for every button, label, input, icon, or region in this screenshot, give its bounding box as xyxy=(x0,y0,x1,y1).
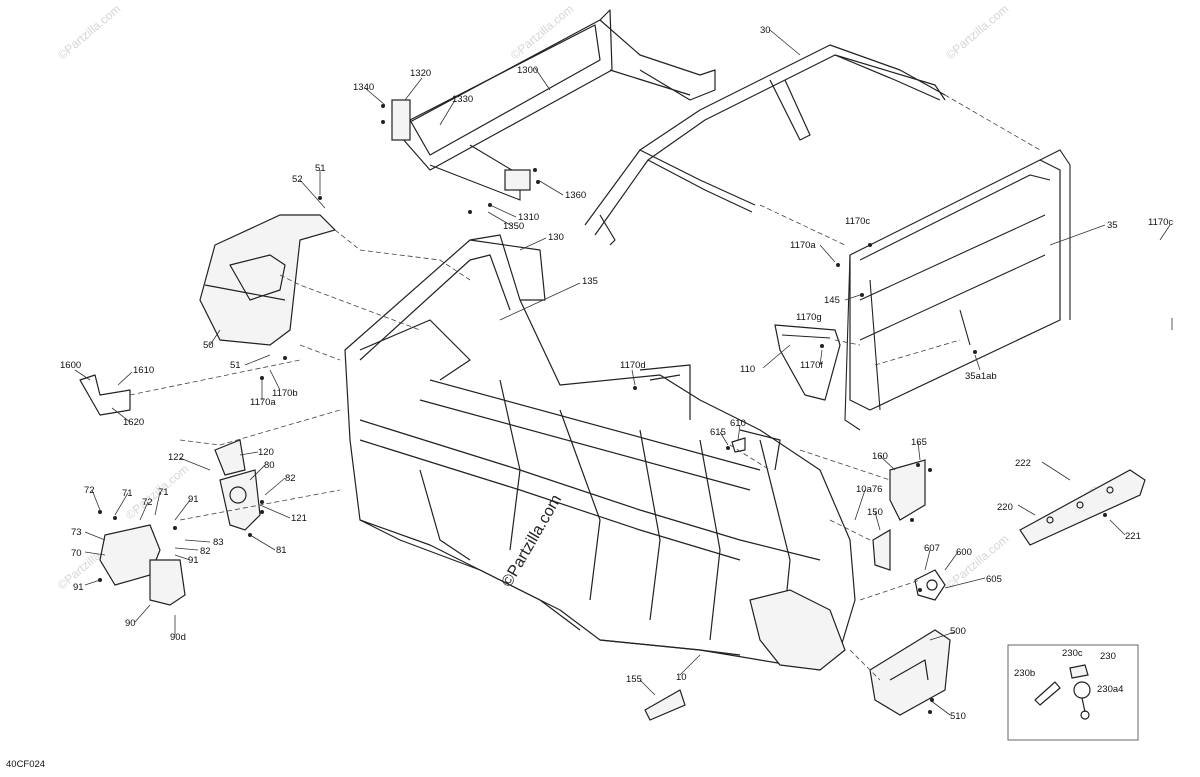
roll-cage-35 xyxy=(844,149,1071,431)
callout-labels: 30 35 35a1ab 1300 1310 1320 1330 1340 13… xyxy=(60,25,1173,722)
callout-35: 35 xyxy=(1107,220,1118,231)
callout-91-bottom: 91 xyxy=(73,582,84,593)
watermark-top-right: ©Partzilla.com xyxy=(943,2,1011,63)
callout-230: 230 xyxy=(1100,651,1116,662)
callout-71-left: 71 xyxy=(122,488,133,499)
callout-52: 52 xyxy=(292,174,303,185)
callout-110: 110 xyxy=(740,364,755,375)
bracket-1600 xyxy=(79,374,131,416)
callout-1170f: 1170f xyxy=(800,360,823,371)
fasteners xyxy=(98,196,1107,714)
bracket-155 xyxy=(644,689,686,721)
callout-222: 222 xyxy=(1015,458,1031,469)
callout-160: 160 xyxy=(872,451,888,462)
callout-165: 165 xyxy=(911,437,927,448)
callout-145: 145 xyxy=(824,295,840,306)
callout-120: 120 xyxy=(258,447,274,458)
callout-10a76: 10a76 xyxy=(856,484,882,495)
callout-1170d: 1170d xyxy=(620,360,646,371)
callout-600: 600 xyxy=(956,547,972,558)
bracket-50 xyxy=(199,214,337,346)
roll-cage-30 xyxy=(584,44,946,246)
callout-80: 80 xyxy=(264,460,275,471)
callout-1360: 1360 xyxy=(565,190,586,201)
callout-83: 83 xyxy=(213,537,224,548)
callout-91-top: 91 xyxy=(188,494,199,505)
bumper-110 xyxy=(774,324,841,401)
callout-1170b: 1170b xyxy=(272,388,298,399)
callout-82-top: 82 xyxy=(285,473,296,484)
callout-122: 122 xyxy=(168,452,184,463)
callout-500: 500 xyxy=(950,626,966,637)
callout-71-right: 71 xyxy=(158,487,169,498)
inset-230 xyxy=(1007,644,1139,741)
callout-230c: 230c xyxy=(1062,648,1083,659)
callout-73: 73 xyxy=(71,527,82,538)
callout-91-mid: 91 xyxy=(188,555,199,566)
callout-72-left: 72 xyxy=(84,485,95,496)
callout-90: 90 xyxy=(125,618,136,629)
callout-1600: 1600 xyxy=(60,360,81,371)
callout-51-top: 51 xyxy=(315,163,326,174)
main-frame-10 xyxy=(344,234,856,671)
callout-90d: 90d xyxy=(170,632,186,643)
callout-1170a-left: 1170a xyxy=(250,397,276,408)
watermark-top-left: ©Partzilla.com xyxy=(55,2,123,63)
callout-1350: 1350 xyxy=(503,221,524,232)
callout-50: 50 xyxy=(203,340,214,351)
callout-605: 605 xyxy=(986,574,1002,585)
callout-130: 130 xyxy=(548,232,564,243)
bracket-80 xyxy=(219,469,261,531)
skid-220 xyxy=(1019,469,1146,546)
rear-cage-1300 xyxy=(381,9,716,214)
center-watermark: ©Partzilla.com xyxy=(499,492,565,590)
plate-500 xyxy=(869,629,951,716)
callout-1170g: 1170g xyxy=(796,312,822,323)
leader-lines xyxy=(74,29,1173,716)
plate-150 xyxy=(872,528,891,571)
alignment-lines xyxy=(129,94,1041,681)
callout-30: 30 xyxy=(760,25,771,36)
bracket-600 xyxy=(914,569,946,601)
bracket-120 xyxy=(214,439,246,476)
callout-230a4: 230a4 xyxy=(1097,684,1123,695)
callout-150: 150 xyxy=(867,507,883,518)
callout-221: 221 xyxy=(1125,531,1141,542)
callout-72-right: 72 xyxy=(142,497,153,508)
bracket-70 xyxy=(99,524,186,606)
callout-607: 607 xyxy=(924,543,940,554)
callout-51-bottom: 51 xyxy=(230,360,241,371)
watermark-top-center: ©Partzilla.com xyxy=(508,2,576,63)
diagram-code: 40CF024 xyxy=(6,759,45,770)
callout-35a1ab: 35a1ab xyxy=(965,371,997,382)
callout-1170a-right: 1170a xyxy=(790,240,816,251)
callout-121: 121 xyxy=(291,513,307,524)
callout-230b: 230b xyxy=(1014,668,1035,679)
callout-70: 70 xyxy=(71,548,82,559)
callout-1170c-label: 1170c xyxy=(845,216,870,227)
callout-610: 610 xyxy=(730,418,746,429)
callout-1330: 1330 xyxy=(452,94,473,105)
callout-81: 81 xyxy=(276,545,287,556)
callout-1620: 1620 xyxy=(123,417,144,428)
callout-1610: 1610 xyxy=(133,365,154,376)
callout-510: 510 xyxy=(950,711,966,722)
callout-615: 615 xyxy=(710,427,726,438)
callout-1300: 1300 xyxy=(517,65,538,76)
callout-220: 220 xyxy=(997,502,1013,513)
callout-1320: 1320 xyxy=(410,68,431,79)
callout-135: 135 xyxy=(582,276,598,287)
callout-155: 155 xyxy=(626,674,642,685)
callout-82-bottom: 82 xyxy=(200,546,211,557)
bracket-160 xyxy=(889,459,926,521)
callout-1170c: 1170c xyxy=(1148,217,1173,228)
callout-1340: 1340 xyxy=(353,82,374,93)
callout-10: 10 xyxy=(676,672,687,683)
callout-1310: 1310 xyxy=(518,212,539,223)
bracket-610 xyxy=(731,437,746,453)
